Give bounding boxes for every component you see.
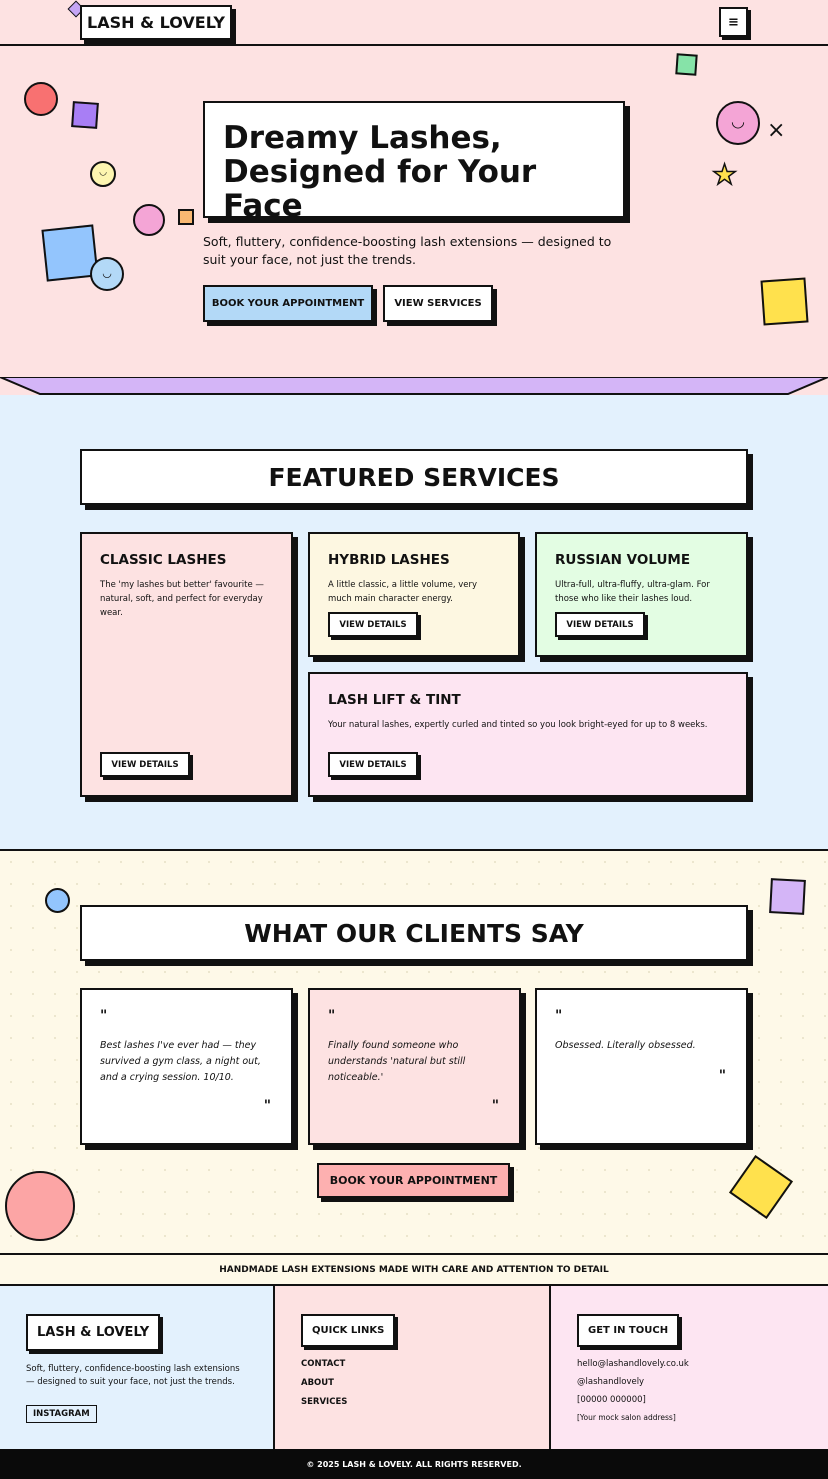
service-card-hybrid: HYBRID LASHES A little classic, a little… [308, 532, 520, 657]
circle-decoration [24, 82, 58, 116]
circle-decoration [45, 888, 70, 913]
testimonial-card: " Best lashes I've ever had — they survi… [80, 988, 293, 1145]
eyelash-face-icon: ◡ [90, 257, 124, 291]
quote-open-icon: " [328, 1008, 336, 1024]
circle-decoration [133, 204, 165, 236]
service-title: RUSSIAN VOLUME [555, 552, 691, 568]
site-header: LASH & LOVELY ≡ [0, 0, 828, 46]
square-decoration [178, 209, 194, 225]
footer-link-about[interactable]: ABOUT [301, 1378, 334, 1388]
service-desc: The 'my lashes but better' favourite — n… [100, 580, 264, 618]
contact-handle[interactable]: @lashandlovely [577, 1377, 645, 1387]
quote-close-icon: " [263, 1098, 271, 1114]
testimonials-heading: WHAT OUR CLIENTS SAY [80, 905, 748, 961]
service-title: LASH LIFT & TINT [328, 692, 461, 708]
testimonial-card: " Obsessed. Literally obsessed. " [535, 988, 748, 1145]
eyelash-face-icon: ◡ [716, 101, 760, 145]
square-decoration [760, 277, 809, 326]
service-card-lift: LASH LIFT & TINT Your natural lashes, ex… [308, 672, 748, 797]
testimonial-text: Finally found someone who understands 'n… [328, 1040, 466, 1083]
footer-brand-column: LASH & LOVELY Soft, fluttery, confidence… [0, 1286, 275, 1449]
quick-links-heading: QUICK LINKS [301, 1314, 396, 1347]
tagline-strip: HANDMADE LASH EXTENSIONS MADE WITH CARE … [0, 1253, 828, 1286]
quote-open-icon: " [555, 1008, 563, 1024]
copyright-bar: © 2025 LASH & LOVELY. ALL RIGHTS RESERVE… [0, 1449, 828, 1479]
book-appointment-button[interactable]: BOOK YOUR APPOINTMENT [203, 285, 373, 322]
view-details-button[interactable]: VIEW DETAILS [328, 612, 418, 637]
quote-close-icon: " [718, 1068, 726, 1084]
service-title: HYBRID LASHES [328, 552, 450, 568]
footer-contact-column: GET IN TOUCH hello@lashandlovely.co.uk @… [551, 1286, 828, 1449]
footer-tagline: Soft, fluttery, confidence-boosting lash… [26, 1364, 240, 1387]
service-desc: Your natural lashes, expertly curled and… [328, 720, 708, 730]
view-details-button[interactable]: VIEW DETAILS [328, 752, 418, 777]
service-desc: Ultra-full, ultra-fluffy, ultra-glam. Fo… [555, 580, 710, 604]
services-section: FEATURED SERVICES CLASSIC LASHES The 'my… [0, 395, 828, 851]
footer-link-services[interactable]: SERVICES [301, 1397, 348, 1407]
square-decoration [71, 101, 99, 129]
square-decoration [728, 1154, 794, 1220]
quote-open-icon: " [100, 1008, 108, 1024]
services-heading: FEATURED SERVICES [80, 449, 748, 505]
quote-close-icon: " [491, 1098, 499, 1114]
eyelash-face-icon: ◡ [90, 161, 116, 187]
view-details-button[interactable]: VIEW DETAILS [555, 612, 645, 637]
footer-logo[interactable]: LASH & LOVELY [26, 1314, 161, 1351]
menu-button[interactable]: ≡ [719, 7, 748, 37]
footer-link-contact[interactable]: CONTACT [301, 1359, 346, 1369]
view-details-button[interactable]: VIEW DETAILS [100, 752, 190, 777]
testimonial-card: " Finally found someone who understands … [308, 988, 521, 1145]
get-in-touch-heading: GET IN TOUCH [577, 1314, 680, 1347]
circle-decoration [5, 1171, 75, 1241]
hero-subtitle: Soft, fluttery, confidence-boosting lash… [203, 234, 612, 267]
square-decoration [675, 53, 698, 76]
contact-address: [Your mock salon address] [577, 1413, 676, 1422]
testimonials-section: WHAT OUR CLIENTS SAY " Best lashes I've … [0, 851, 828, 1253]
instagram-button[interactable]: INSTAGRAM [26, 1405, 97, 1423]
hamburger-icon: ≡ [728, 14, 739, 30]
contact-phone: [00000 000000] [577, 1395, 646, 1405]
hero-title: Dreamy Lashes,Designed for Your Face [223, 120, 537, 224]
contact-email[interactable]: hello@lashandlovely.co.uk [577, 1359, 689, 1369]
logo[interactable]: LASH & LOVELY [80, 5, 232, 40]
hero-section: ◡ ◡ ◡ × ★ Dreamy Lashes,Designed for You… [0, 46, 828, 377]
decorative-band [0, 377, 828, 395]
footer-links-column: QUICK LINKS CONTACT ABOUT SERVICES [275, 1286, 551, 1449]
service-card-classic: CLASSIC LASHES The 'my lashes but better… [80, 532, 293, 797]
book-appointment-button[interactable]: BOOK YOUR APPOINTMENT [317, 1163, 510, 1198]
testimonial-text: Obsessed. Literally obsessed. [555, 1040, 696, 1051]
close-x-decoration: × [767, 118, 786, 143]
hero-title-box: Dreamy Lashes,Designed for Your Face [203, 101, 625, 223]
square-decoration [769, 878, 806, 915]
star-decoration: ★ [711, 157, 738, 192]
service-title: CLASSIC LASHES [100, 552, 227, 568]
service-card-russian: RUSSIAN VOLUME Ultra-full, ultra-fluffy,… [535, 532, 748, 657]
testimonial-text: Best lashes I've ever had — they survive… [100, 1040, 261, 1083]
view-services-button[interactable]: VIEW SERVICES [383, 285, 493, 322]
service-desc: A little classic, a little volume, very … [328, 580, 478, 604]
